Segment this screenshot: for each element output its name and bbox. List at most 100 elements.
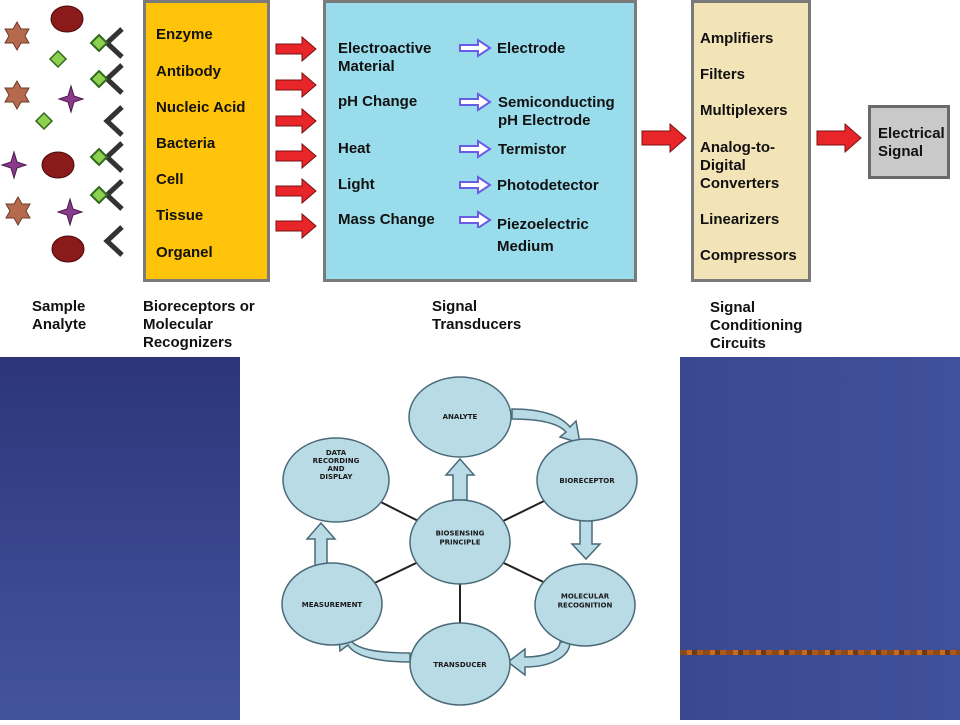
signal-conditioning-box: Amplifiers Filters Multiplexers Analog-t… (691, 0, 811, 282)
decorative-stripe (680, 650, 960, 655)
conditioning-item: Linearizers (700, 211, 780, 228)
flow-arrow-icon (506, 641, 571, 677)
bioreceptor-item: Organel (156, 244, 213, 261)
output-label: Electrical Signal (878, 125, 945, 160)
transducer-device: Termistor (498, 141, 567, 158)
cycle-label-line: BIORECEPTOR (559, 477, 615, 485)
transducer-material: pH Change (338, 93, 418, 110)
blue-arrow-icon (459, 38, 492, 58)
receptor-chevron-icon (89, 27, 124, 59)
cycle-label-line: DISPLAY (320, 473, 354, 481)
red-arrows-column (275, 35, 317, 240)
transducer-box: Electroactive Material pH Change Heat Li… (323, 0, 637, 282)
blue-arrows-column (459, 38, 492, 228)
red-arrow-icon (275, 142, 317, 170)
ellipse-analyte-icon (41, 151, 75, 179)
cycle-label-line: RECOGNITION (558, 602, 613, 610)
bioreceptors-caption: Bioreceptors or Molecular Recognizers (143, 298, 255, 351)
cycle-label-line: MOLECULAR (561, 593, 610, 601)
star-icon (4, 79, 30, 111)
sparkle-analyte-icon (56, 197, 84, 227)
receptor-chevron-icon (103, 105, 124, 137)
receptor-chevron-icon (89, 63, 124, 95)
red-arrow-icon (275, 35, 317, 63)
flow-arrow-icon (570, 516, 602, 561)
diamond-analyte-icon (34, 111, 54, 131)
red-arrow-icon (275, 71, 317, 99)
red-arrow-icon (275, 177, 317, 205)
red-arrow-icon (816, 123, 862, 153)
cycle-label-analyte: ANALYTE (443, 413, 478, 421)
slide-left-panel (0, 357, 240, 720)
cycle-label-line: BIOSENSING (436, 530, 485, 538)
cycle-label-line: MEASUREMENT (302, 601, 363, 609)
transducer-material: Mass Change (338, 211, 435, 228)
analyte-shapes (0, 5, 124, 263)
ellipse-analyte-icon (51, 235, 85, 263)
transducer-device: Piezoelectric Medium (497, 216, 589, 255)
biosensor-block-diagram: Enzyme Antibody Nucleic Acid Bacteria Ce… (0, 0, 960, 357)
cycle-label-measurement: MEASUREMENT (302, 601, 363, 609)
cycle-label-line: RECORDING (313, 457, 360, 465)
sparkle-analyte-icon (0, 150, 28, 180)
cycle-node-transducer (409, 622, 511, 706)
signal-conditioning-caption: Signal Conditioning Circuits (710, 299, 803, 352)
receptor-chevron-icon (89, 179, 124, 211)
bioreceptor-item: Enzyme (156, 26, 213, 43)
cycle-node-bioreceptor (536, 438, 638, 522)
diamond-analyte-icon (48, 49, 68, 69)
conditioning-item: Analog-to- Digital Converters (700, 139, 780, 192)
conditioning-item: Amplifiers (700, 30, 774, 47)
transducer-device: Semiconducting pH Electrode (498, 94, 615, 129)
transducer-material: Light (338, 176, 375, 193)
electrical-signal-box: Electrical Signal (868, 105, 950, 179)
sparkle-analyte-icon (57, 84, 85, 114)
star-icon (5, 195, 31, 227)
flow-arrow-icon (444, 457, 476, 501)
cycle-label-transducer: TRANSDUCER (433, 661, 487, 669)
signal-transducers-caption: Signal Transducers (432, 298, 522, 333)
cycle-label-line: TRANSDUCER (433, 661, 487, 669)
red-arrow-icon (275, 107, 317, 135)
slide-right-panel (680, 357, 960, 720)
cycle-node-data-recording (282, 437, 390, 523)
conditioning-item: Filters (700, 66, 746, 83)
blue-arrow-icon (459, 92, 492, 112)
bioreceptor-item: Tissue (156, 207, 204, 224)
cycle-node-measurement (281, 562, 383, 646)
cycle-label-line: AND (327, 465, 344, 473)
bioreceptor-box: Enzyme Antibody Nucleic Acid Bacteria Ce… (143, 0, 270, 282)
conditioning-item: Compressors (700, 247, 797, 264)
bioreceptor-item: Cell (156, 171, 184, 188)
sample-analyte-caption: Sample Analyte (32, 298, 87, 333)
cycle-label-line: PRINCIPLE (439, 539, 480, 547)
bioreceptor-item: Antibody (156, 63, 221, 80)
red-arrow-icon (641, 123, 687, 153)
blue-arrow-icon (459, 175, 492, 195)
flow-arrow-icon (511, 408, 581, 445)
transducer-material: Electroactive Material (338, 40, 432, 75)
cycle-label-bioreceptor: BIORECEPTOR (559, 477, 615, 485)
receptor-chevron-icon (103, 225, 124, 257)
blue-arrow-icon (459, 139, 492, 159)
bioreceptor-item: Bacteria (156, 135, 216, 152)
cycle-node-center (409, 499, 511, 585)
blue-arrow-icon (459, 210, 492, 228)
cycle-label-line: DATA (326, 449, 347, 457)
ellipse-analyte-icon (50, 5, 84, 33)
flow-arrow-icon (305, 521, 337, 568)
red-arrow-icon (275, 212, 317, 240)
transducer-device: Electrode (497, 40, 566, 57)
cycle-node-molecular-recognition (534, 563, 636, 647)
star-icon (4, 20, 30, 52)
conditioning-item: Multiplexers (700, 102, 788, 119)
cycle-label-line: ANALYTE (443, 413, 478, 421)
cycle-node-analyte (408, 376, 512, 458)
transducer-device: Photodetector (497, 177, 599, 194)
bioreceptor-item: Nucleic Acid (156, 99, 246, 116)
